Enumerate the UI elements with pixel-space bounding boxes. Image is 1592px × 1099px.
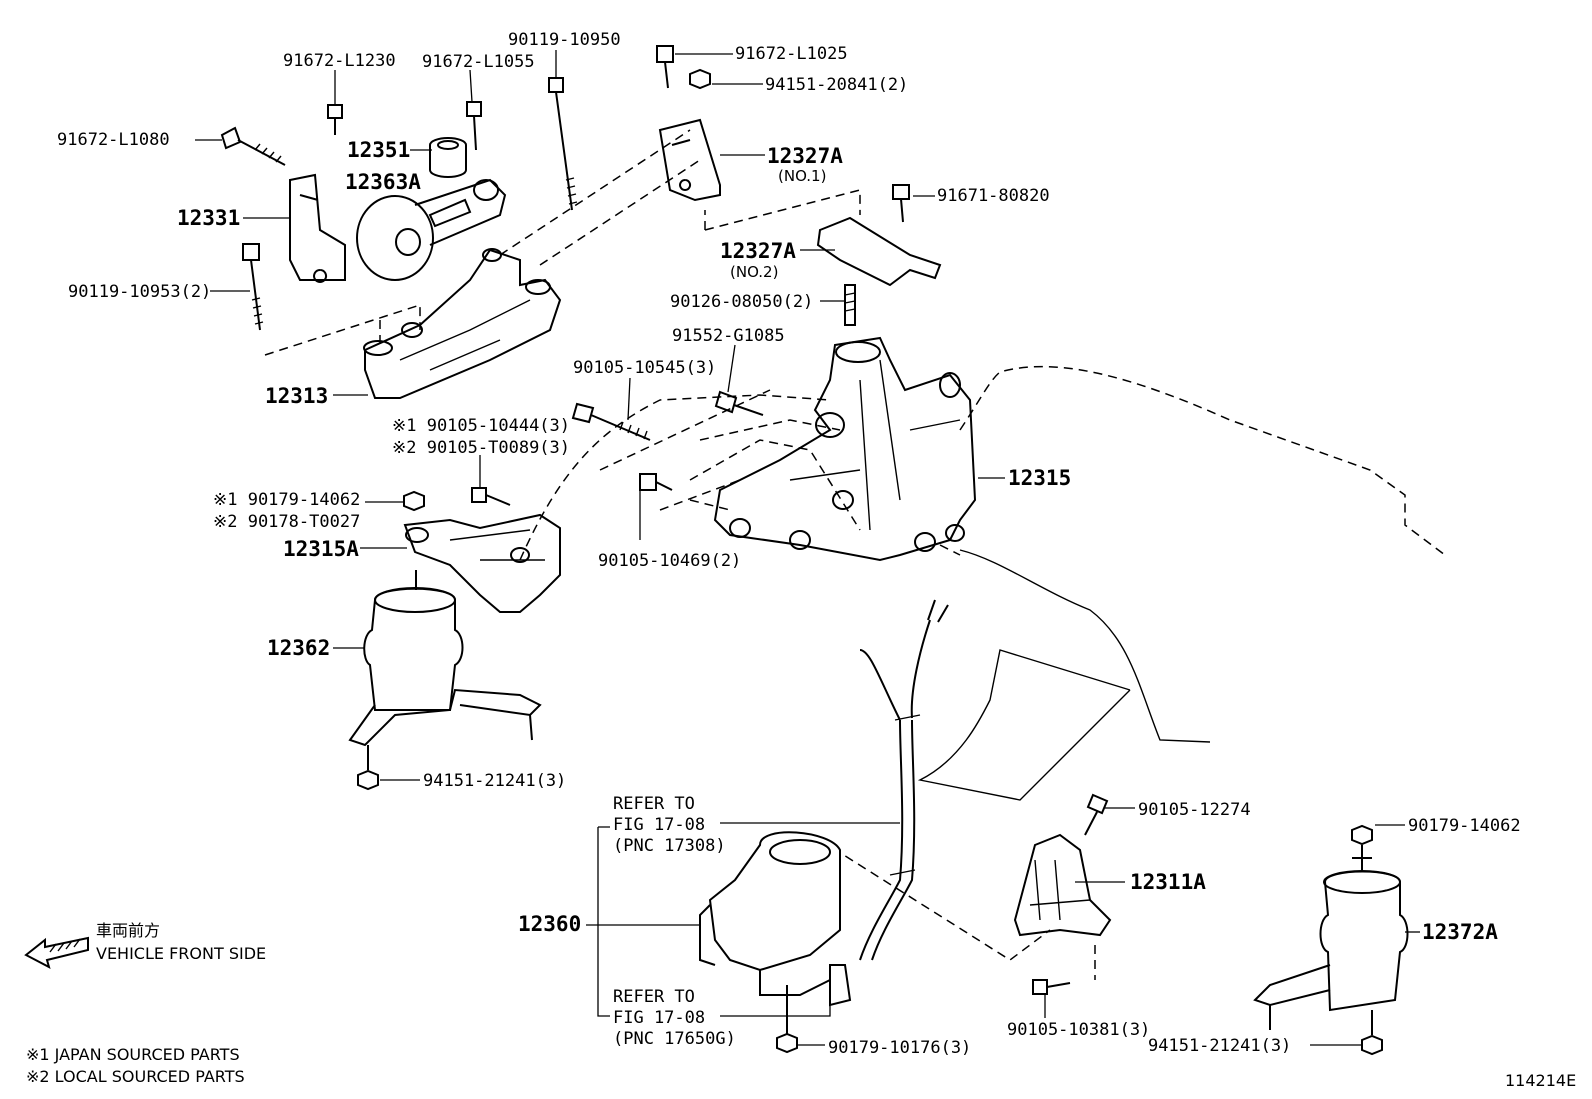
label-12331: 12331 bbox=[177, 206, 241, 230]
label-90179-14062-a: ※1 90179-14062 bbox=[213, 490, 361, 510]
mount-12360 bbox=[708, 831, 841, 972]
reference-block-17308: REFER TO FIG 17-08 (PNC 17308) bbox=[613, 794, 726, 857]
label-94151-21241-a: 94151-21241(3) bbox=[423, 771, 567, 791]
label-91672-l1230: 91672-L1230 bbox=[283, 51, 396, 71]
label-91672-l1055: 91672-L1055 bbox=[422, 52, 535, 72]
label-90179-14062-b: 90179-14062 bbox=[1408, 816, 1521, 836]
label-90119-10950: 90119-10950 bbox=[508, 30, 621, 50]
label-91671-80820: 91671-80820 bbox=[937, 186, 1050, 206]
bracket-12315 bbox=[713, 336, 977, 562]
diagram-id: 114214E bbox=[1505, 1071, 1577, 1090]
reference-block-17650g: REFER TO FIG 17-08 (PNC 17650G) bbox=[613, 987, 736, 1050]
label-90105-t0089: ※2 90105-T0089(3) bbox=[392, 438, 571, 458]
bracket-12331 bbox=[289, 173, 346, 283]
ref-line: (PNC 17308) bbox=[613, 836, 726, 856]
label-90105-10381: 90105-10381(3) bbox=[1007, 1020, 1151, 1040]
legend-local-sourced: ※2 LOCAL SOURCED PARTS bbox=[26, 1067, 245, 1086]
label-91672-l1025: 91672-L1025 bbox=[735, 44, 848, 64]
transmission-outline bbox=[917, 549, 1211, 801]
legend-japan-sourced: ※1 JAPAN SOURCED PARTS bbox=[26, 1045, 240, 1064]
label-12315: 12315 bbox=[1008, 466, 1072, 490]
front-arrow-icon bbox=[24, 936, 89, 969]
ref-line: FIG 17-08 bbox=[613, 815, 706, 835]
label-91552-g1085: 91552-G1085 bbox=[672, 326, 785, 346]
bracket-12327a-no2 bbox=[816, 216, 942, 287]
label-90119-10953: 90119-10953(2) bbox=[68, 282, 212, 302]
ref-line: FIG 17-08 bbox=[613, 1008, 706, 1028]
bracket-12311a bbox=[1013, 833, 1112, 937]
label-90105-10469: 90105-10469(2) bbox=[598, 551, 742, 571]
vehicle-front-jp: 車両前方 bbox=[96, 921, 161, 940]
label-12327a-no2: 12327A bbox=[720, 239, 796, 263]
label-94151-20841: 94151-20841(2) bbox=[765, 75, 909, 95]
label-12351: 12351 bbox=[347, 138, 411, 162]
bracket-12327a-no1 bbox=[658, 118, 721, 202]
label-12315a: 12315A bbox=[283, 537, 359, 561]
label-12311a: 12311A bbox=[1130, 870, 1206, 894]
label-no2: (NO.2) bbox=[730, 263, 779, 281]
label-90126-08050: 90126-08050(2) bbox=[670, 292, 814, 312]
label-91672-l1080: 91672-L1080 bbox=[57, 130, 170, 150]
bracket-12313 bbox=[364, 248, 562, 399]
ref-line: REFER TO bbox=[613, 794, 695, 814]
ref-line: (PNC 17650G) bbox=[613, 1029, 736, 1049]
label-90105-10444: ※1 90105-10444(3) bbox=[392, 416, 571, 436]
label-no1: (NO.1) bbox=[778, 167, 827, 185]
label-90105-12274: 90105-12274 bbox=[1138, 800, 1251, 820]
label-12313: 12313 bbox=[265, 384, 329, 408]
label-12327a-no1: 12327A bbox=[767, 144, 843, 168]
stopper-12351 bbox=[429, 137, 467, 178]
vehicle-front-en: VEHICLE FRONT SIDE bbox=[96, 944, 267, 963]
label-90105-10545: 90105-10545(3) bbox=[573, 358, 717, 378]
engine-outline bbox=[519, 365, 1446, 561]
label-90178-t0027: ※2 90178-T0027 bbox=[213, 512, 361, 532]
label-94151-21241-b: 94151-21241(3) bbox=[1148, 1036, 1292, 1056]
ref-line: REFER TO bbox=[613, 987, 695, 1007]
mount-12363a bbox=[356, 195, 434, 281]
label-12372a: 12372A bbox=[1422, 920, 1498, 944]
label-12362: 12362 bbox=[267, 636, 331, 660]
bracket-12315a bbox=[403, 513, 561, 613]
label-12360: 12360 bbox=[518, 912, 582, 936]
label-90179-10176: 90179-10176(3) bbox=[828, 1038, 972, 1058]
leader-lines bbox=[195, 50, 1420, 1046]
label-12363a: 12363A bbox=[345, 170, 421, 194]
